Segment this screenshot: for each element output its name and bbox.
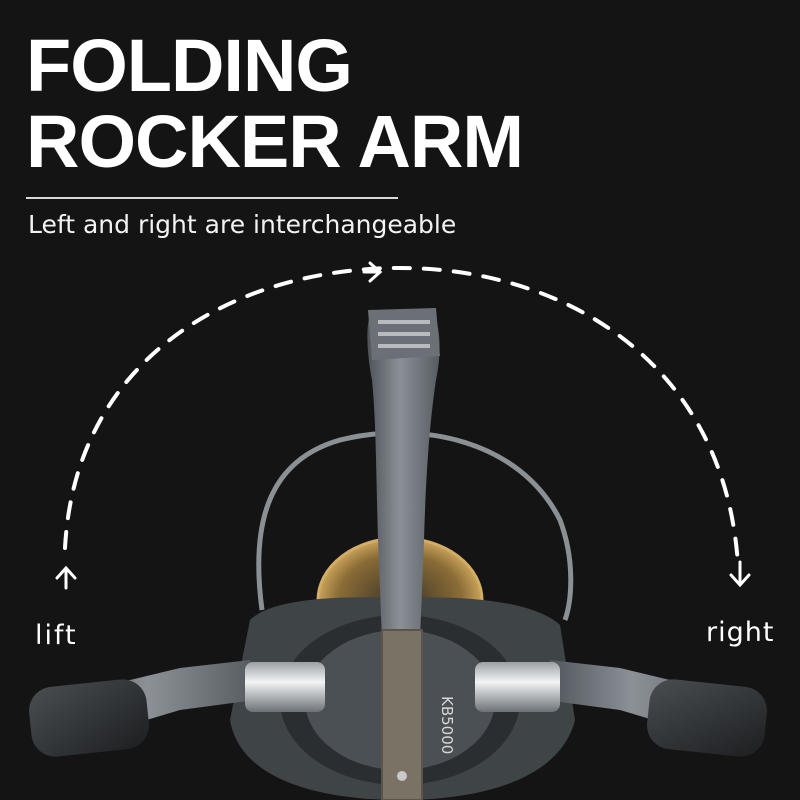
label-left: lift bbox=[35, 620, 78, 651]
folding-arm bbox=[367, 312, 440, 640]
title-divider bbox=[26, 197, 398, 199]
subtitle: Left and right are interchangeable bbox=[28, 210, 457, 239]
model-text: KB5000 bbox=[438, 696, 456, 754]
left-chrome-shaft bbox=[245, 662, 325, 712]
headline-line-2: ROCKER ARM bbox=[26, 100, 524, 183]
label-right: right bbox=[706, 617, 775, 648]
right-knob bbox=[647, 679, 767, 757]
headline-line-1: FOLDING bbox=[26, 24, 353, 107]
left-knob bbox=[29, 679, 149, 757]
arrow-down-icon bbox=[729, 560, 751, 588]
rotation-arc bbox=[63, 265, 740, 567]
headline: FOLDING ROCKER ARM bbox=[26, 24, 524, 183]
arrow-right-icon bbox=[362, 261, 383, 283]
arrow-up-icon bbox=[55, 565, 77, 590]
right-chrome-shaft bbox=[475, 662, 560, 712]
